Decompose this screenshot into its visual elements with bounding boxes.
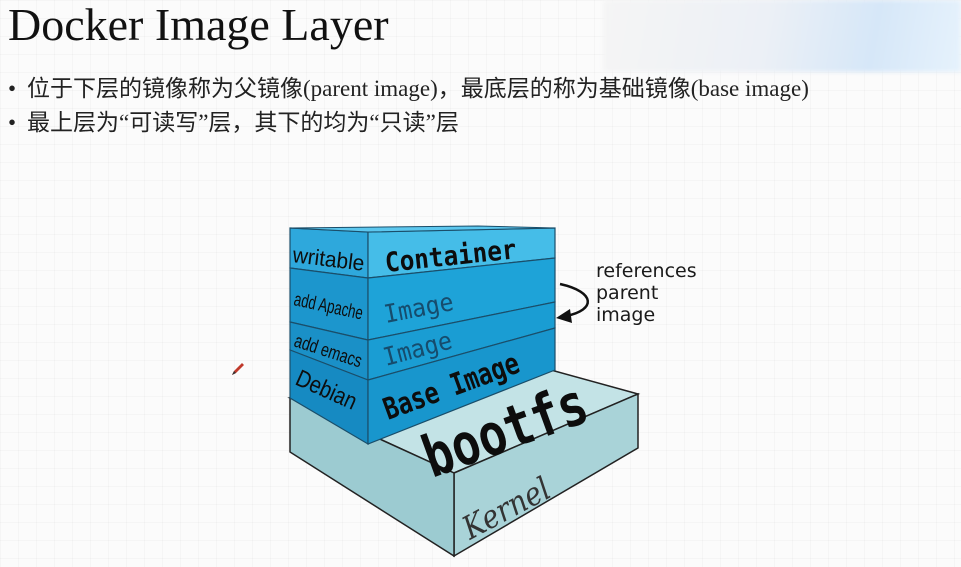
reference-arrow: [559, 282, 589, 318]
bullet-text: 最上层为“可读写”层，其下的均为“只读”层: [27, 110, 459, 135]
layer-top-face: [289, 225, 556, 233]
bullet-dot: •: [8, 76, 17, 101]
kernel-side-face: [289, 396, 455, 558]
layer-front-base: [367, 327, 556, 445]
bullet-text: 位于下层的镜像称为父镜像(parent image)，最底层的称为基础镜像(ba…: [27, 76, 809, 101]
pen-icon: [232, 363, 244, 375]
bullet-list: • 位于下层的镜像称为父镜像(parent image)，最底层的称为基础镜像(…: [8, 72, 958, 140]
annotation-line-1: references: [596, 260, 697, 282]
bullet-item: • 最上层为“可读写”层，其下的均为“只读”层: [8, 106, 958, 140]
bullet-dot: •: [8, 110, 17, 135]
background-haze: [603, 0, 961, 72]
reference-arrow-head: [556, 309, 572, 323]
page-title: Docker Image Layer: [8, 0, 389, 50]
bullet-item: • 位于下层的镜像称为父镜像(parent image)，最底层的称为基础镜像(…: [8, 72, 958, 106]
annotation-line-3: image: [596, 304, 655, 326]
annotation-line-2: parent: [596, 282, 658, 304]
